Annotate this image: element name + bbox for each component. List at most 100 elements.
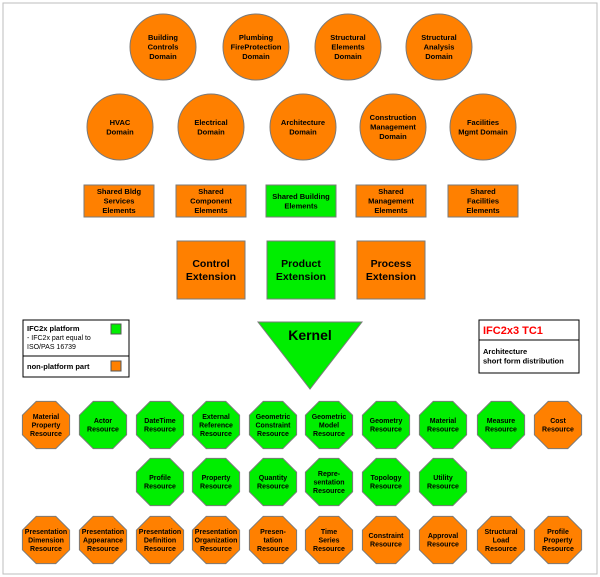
legend-non-platform-label: non-platform part bbox=[27, 362, 90, 371]
resource-octagon bbox=[248, 457, 298, 507]
resource-octagon bbox=[361, 457, 411, 507]
domain-circle bbox=[177, 93, 245, 161]
resource-octagon bbox=[135, 515, 185, 565]
shared-box bbox=[175, 184, 247, 218]
shared-box bbox=[355, 184, 427, 218]
domain-circle bbox=[449, 93, 517, 161]
kernel: Kernel bbox=[256, 321, 364, 390]
resource-octagon bbox=[418, 400, 468, 450]
resource-octagon bbox=[533, 400, 583, 450]
resource-octagon bbox=[248, 400, 298, 450]
resource-octagon bbox=[191, 400, 241, 450]
resource-octagon bbox=[191, 457, 241, 507]
legend-non-platform-swatch bbox=[110, 360, 122, 372]
domain-circle bbox=[405, 13, 473, 81]
extension-box bbox=[266, 240, 336, 300]
shared-box bbox=[265, 184, 337, 218]
resource-octagon bbox=[191, 515, 241, 565]
kernel-label: Kernel bbox=[288, 327, 332, 343]
domain-circle bbox=[359, 93, 427, 161]
domain-circle bbox=[86, 93, 154, 161]
kernel-triangle bbox=[256, 321, 364, 390]
resource-octagon bbox=[248, 515, 298, 565]
resource-octagon bbox=[476, 400, 526, 450]
resource-octagon bbox=[135, 457, 185, 507]
release-frame bbox=[478, 319, 580, 374]
resource-octagon bbox=[361, 515, 411, 565]
resource-octagon bbox=[78, 515, 128, 565]
extension-box bbox=[356, 240, 426, 300]
domain-circle bbox=[129, 13, 197, 81]
resource-octagon bbox=[135, 400, 185, 450]
resource-octagon bbox=[21, 400, 71, 450]
release-title: IFC2x3 TC1 bbox=[483, 325, 543, 337]
domain-circle bbox=[314, 13, 382, 81]
resource-octagon bbox=[21, 515, 71, 565]
